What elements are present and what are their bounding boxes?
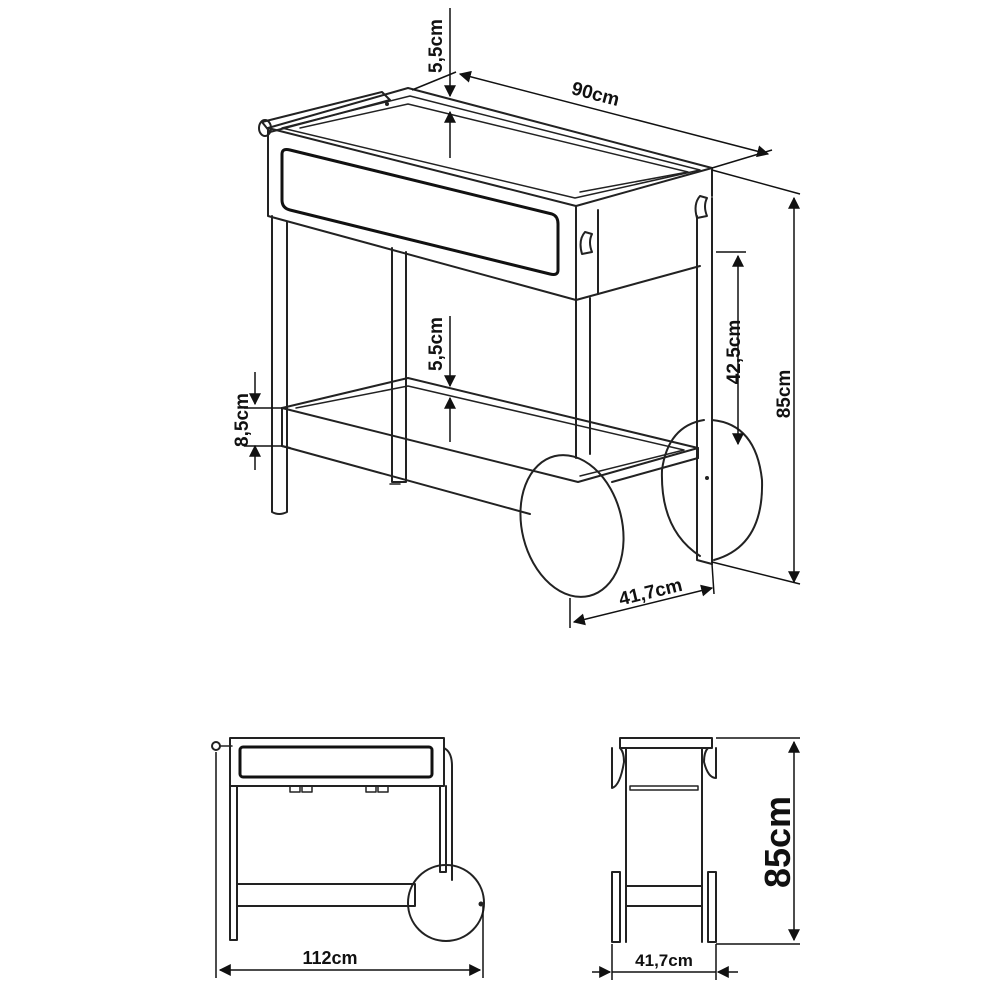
front-wheel: [407, 864, 485, 942]
dim-label-5-5cm-top: 5,5cm: [426, 19, 447, 73]
dim-90cm: 90cm: [411, 70, 773, 169]
dim-85cm-iso: 85cm: [711, 169, 801, 585]
iso-top-tray: [267, 87, 713, 301]
dim-42-5cm: 42,5cm: [716, 251, 746, 446]
front-view: 112cm: [211, 737, 485, 978]
dim-85cm-side: 85cm: [716, 737, 800, 945]
dim-label-8-5cm: 8,5cm: [232, 393, 253, 447]
iso-bottom-tray: [281, 377, 699, 515]
side-view: 85cm 41,7cm: [592, 737, 800, 980]
dim-label-5-5cm-bottom: 5,5cm: [426, 317, 447, 371]
dim-8-5cm: 8,5cm: [232, 372, 282, 470]
dim-label-90cm: 90cm: [569, 78, 621, 111]
dim-label-112cm: 112cm: [302, 948, 357, 968]
dim-41-7cm-side: 41,7cm: [592, 944, 738, 980]
iso-legs: [271, 197, 713, 565]
dim-label-85cm-iso: 85cm: [774, 370, 795, 419]
dim-label-41-7cm-side: 41,7cm: [635, 951, 693, 970]
dim-label-42-5cm: 42,5cm: [724, 320, 745, 384]
iso-side-brackets: [579, 195, 708, 255]
isometric-view: 90cm 5,5cm 5,5cm 8,5cm 42,5cm: [232, 8, 801, 628]
iso-drawer-front: [280, 148, 560, 276]
dim-5-5cm-top: 5,5cm: [426, 8, 456, 158]
dim-5-5cm-bottom: 5,5cm: [426, 316, 456, 442]
dim-112cm: 112cm: [215, 752, 484, 978]
dim-label-41-7cm-iso: 41,7cm: [617, 575, 685, 610]
dim-label-85cm-side: 85cm: [757, 796, 798, 888]
